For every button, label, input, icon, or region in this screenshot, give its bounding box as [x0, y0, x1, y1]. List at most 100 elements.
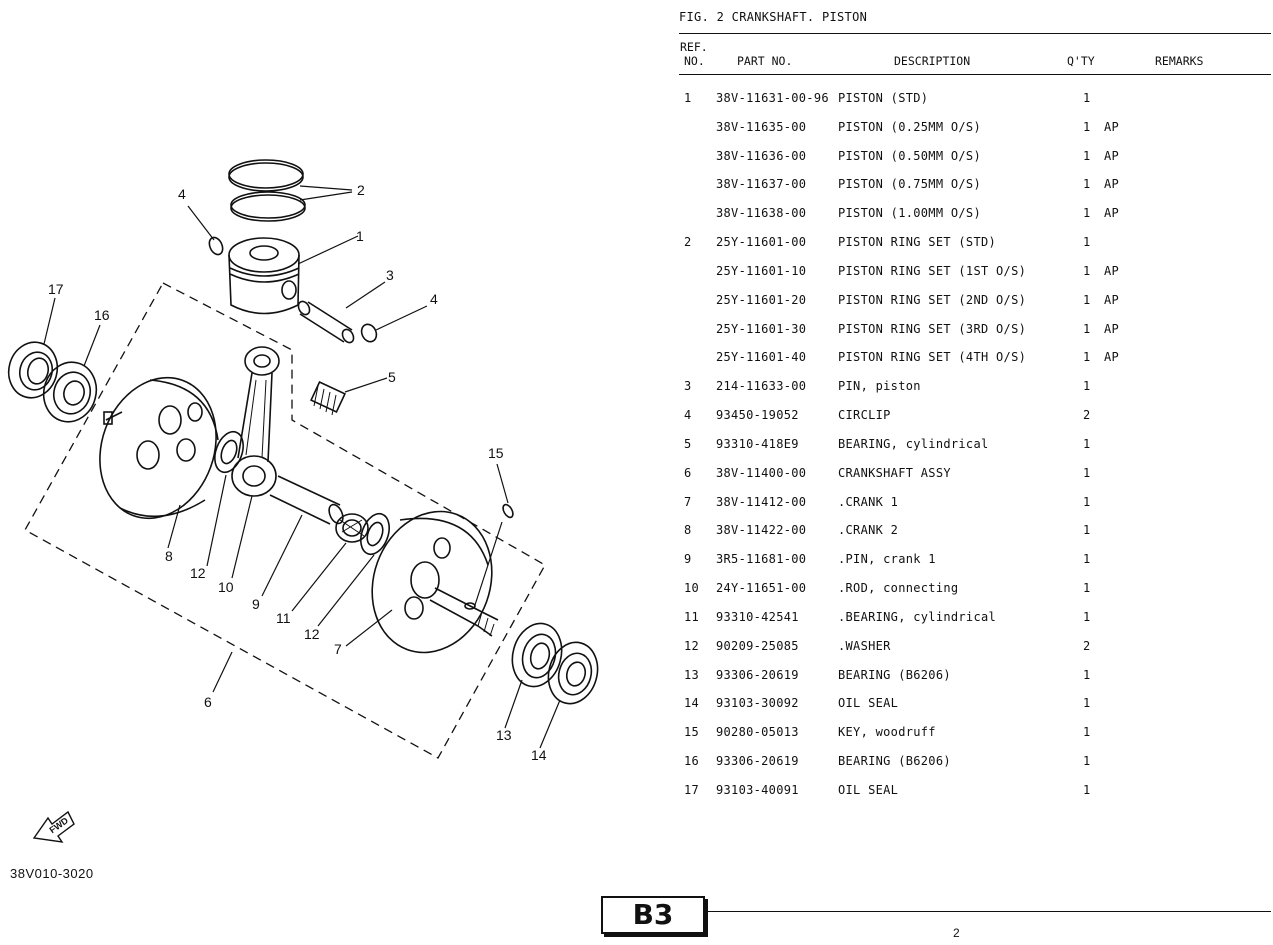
callout-13: 13 — [496, 727, 512, 743]
cell-qty: 2 — [1083, 408, 1091, 423]
cell-qty: 1 — [1083, 494, 1091, 509]
cell-part-no: 214-11633-00 — [716, 379, 807, 394]
cell-ref-no: 17 — [684, 782, 700, 797]
cell-ref-no: 11 — [684, 609, 700, 624]
oil-seal-left — [7, 341, 59, 399]
cell-description: .CRANK 2 — [838, 523, 899, 538]
table-row: 11 93310-42541 .BEARING, cylindrical 1 — [0, 610, 1090, 630]
cell-qty: 1 — [1083, 292, 1091, 307]
cell-ref-no: 8 — [684, 523, 692, 538]
woodruff-key — [502, 503, 514, 519]
cell-part-no: 38V-11412-00 — [716, 494, 807, 509]
header-remarks: REMARKS — [1155, 54, 1204, 68]
cell-qty: 1 — [1083, 119, 1091, 134]
header-bottom-rule — [679, 74, 1271, 75]
cell-description: PISTON RING SET (2ND O/S) — [838, 292, 1027, 307]
cell-part-no: 25Y-11601-30 — [716, 321, 807, 336]
cell-description: CRANKSHAFT ASSY — [838, 465, 951, 480]
table-row: 38V-11637-00 PISTON (0.75MM O/S) 1 AP — [0, 177, 1119, 197]
footer-rule — [706, 911, 1271, 912]
washer-left — [214, 430, 244, 474]
cell-ref-no: 13 — [684, 667, 700, 682]
cell-part-no: 3R5-11681-00 — [716, 552, 807, 567]
cell-part-no: 38V-11638-00 — [716, 206, 807, 221]
cell-part-no: 38V-11400-00 — [716, 465, 807, 480]
cell-ref-no: 9 — [684, 552, 692, 567]
callout-12-left: 12 — [190, 565, 206, 581]
cell-description: CIRCLIP — [838, 408, 891, 423]
cell-ref-no: 3 — [684, 379, 692, 394]
cell-part-no: 38V-11636-00 — [716, 148, 807, 163]
big-end-bearing — [335, 513, 369, 543]
cell-qty: 1 — [1083, 465, 1091, 480]
page-number: 2 — [953, 926, 960, 940]
callout-10: 10 — [218, 579, 234, 595]
section-code-box: B3 — [601, 896, 705, 934]
callout-15: 15 — [488, 445, 504, 461]
cell-qty: 1 — [1083, 263, 1091, 278]
header-ref-line1: REF. — [680, 40, 708, 54]
callout-2: 2 — [357, 182, 365, 198]
exploded-parts-diagram: 1 2 3 4 4 5 6 7 8 9 10 11 12 12 13 14 15… — [7, 159, 599, 843]
cell-part-no: 25Y-11601-20 — [716, 292, 807, 307]
cell-ref-no: 6 — [684, 465, 692, 480]
cell-description: .PIN, crank 1 — [838, 552, 936, 567]
cell-qty: 1 — [1083, 696, 1091, 711]
cell-part-no: 90280-05013 — [716, 725, 799, 740]
connecting-rod — [231, 346, 280, 497]
cell-ref-no: 4 — [684, 408, 692, 423]
callout-3: 3 — [386, 267, 394, 283]
cell-remark: AP — [1104, 206, 1120, 221]
cell-description: PISTON (0.75MM O/S) — [838, 177, 981, 192]
cell-part-no: 93103-30092 — [716, 696, 799, 711]
cell-part-no: 25Y-11601-00 — [716, 235, 807, 250]
cell-qty: 1 — [1083, 177, 1091, 192]
callout-4-right: 4 — [430, 291, 438, 307]
callout-11: 11 — [276, 610, 291, 626]
callout-7: 7 — [334, 641, 342, 657]
cell-ref-no: 2 — [684, 235, 692, 250]
cell-description: PISTON RING SET (1ST O/S) — [838, 263, 1027, 278]
cell-qty: 1 — [1083, 609, 1091, 624]
cell-part-no: 38V-11637-00 — [716, 177, 807, 192]
callout-6: 6 — [204, 694, 212, 710]
crank-pin — [269, 475, 344, 525]
cell-part-no: 90209-25085 — [716, 638, 799, 653]
washer-right — [360, 512, 390, 556]
cell-remark: AP — [1104, 148, 1120, 163]
cell-ref-no: 10 — [684, 581, 700, 596]
bearing-right — [511, 622, 563, 688]
cell-qty: 1 — [1083, 436, 1091, 451]
cell-part-no: 93310-42541 — [716, 609, 799, 624]
piston-pin — [297, 300, 355, 344]
piston — [228, 237, 300, 315]
cell-remark: AP — [1104, 177, 1120, 192]
cell-ref-no: 14 — [684, 696, 700, 711]
cell-description: .ROD, connecting — [838, 581, 959, 596]
cell-qty: 1 — [1083, 379, 1091, 394]
cell-description: .BEARING, cylindrical — [838, 609, 997, 624]
cell-ref-no: 5 — [684, 436, 692, 451]
cell-qty: 1 — [1083, 235, 1091, 250]
cell-description: .CRANK 1 — [838, 494, 899, 509]
cell-qty: 1 — [1083, 782, 1091, 797]
callout-8: 8 — [165, 548, 173, 564]
cell-qty: 1 — [1083, 206, 1091, 221]
small-end-bearing — [310, 380, 346, 416]
callout-9: 9 — [252, 596, 260, 612]
cell-qty: 1 — [1083, 523, 1091, 538]
cell-remark: AP — [1104, 350, 1120, 365]
piston-rings — [228, 159, 306, 222]
callout-14: 14 — [531, 747, 547, 763]
